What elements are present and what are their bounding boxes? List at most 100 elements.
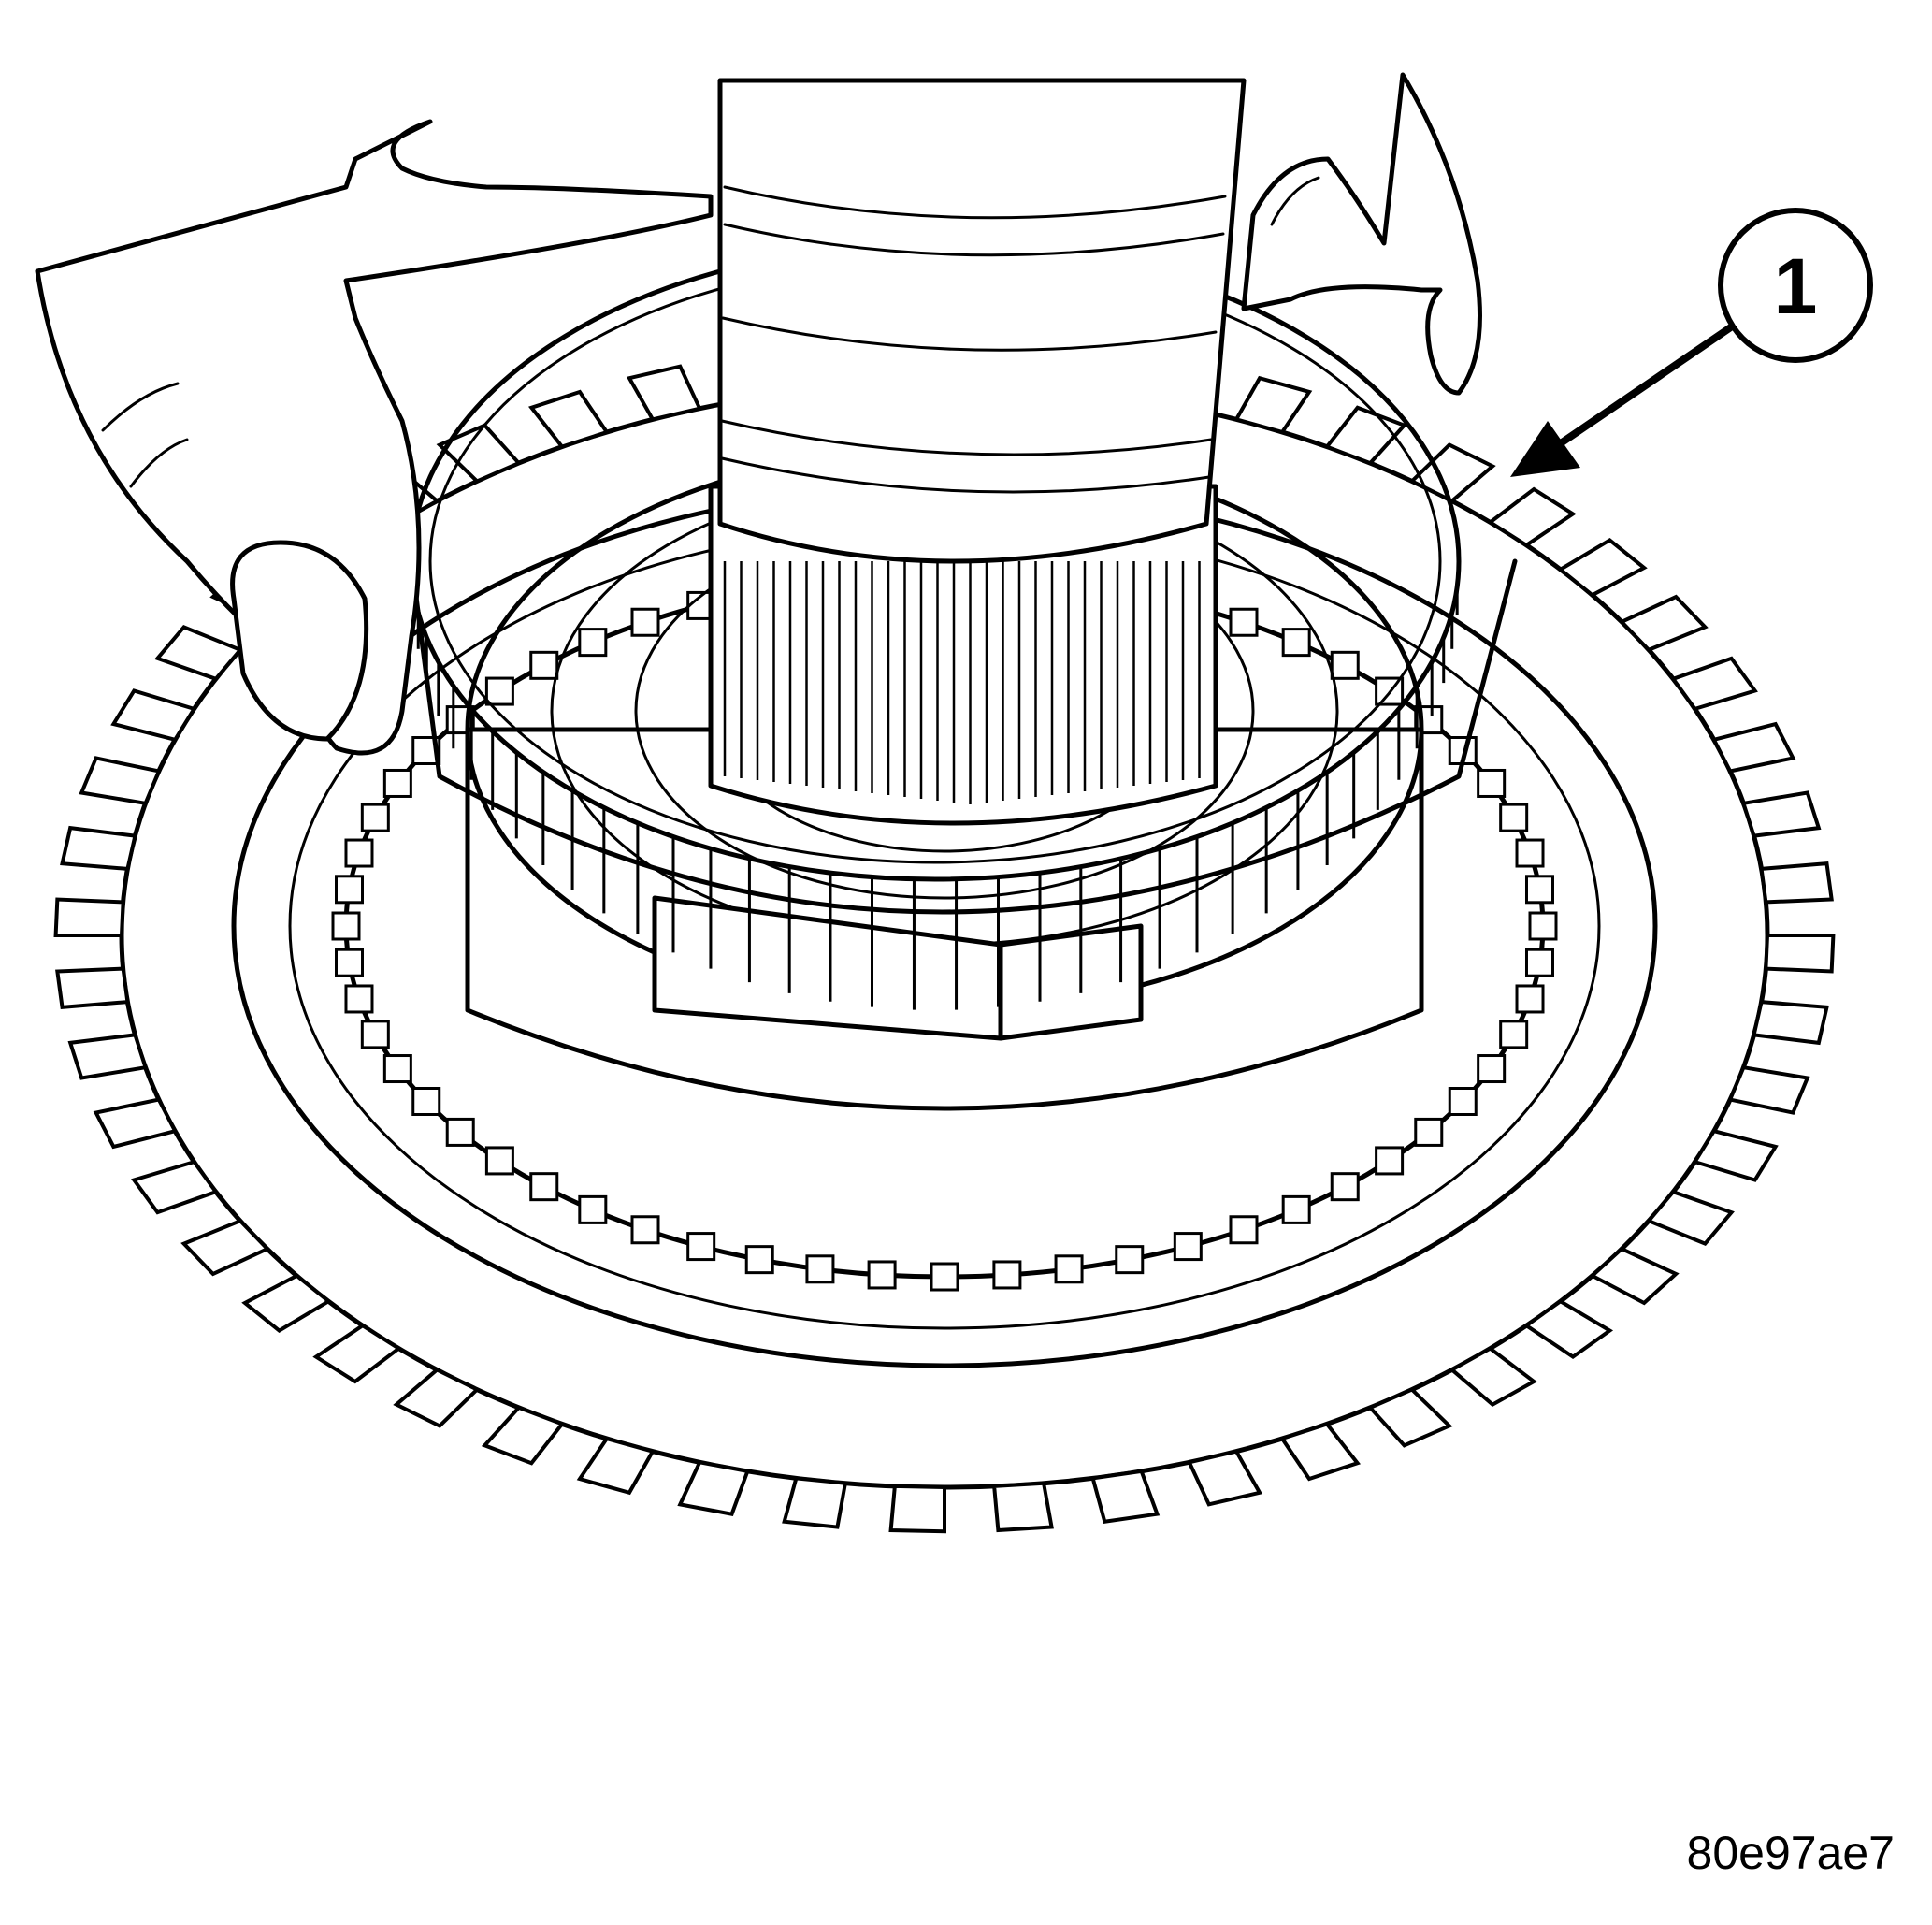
clutch-tooth	[744, 1245, 774, 1275]
gear-tooth	[576, 1436, 656, 1496]
gear-tooth	[60, 825, 137, 872]
clutch-tooth	[1375, 1146, 1405, 1176]
gear-tooth	[1366, 1387, 1453, 1448]
clutch-tooth	[1281, 1194, 1311, 1224]
clutch-tooth	[1330, 1172, 1360, 1202]
clutch-tooth	[360, 803, 390, 832]
clutch-tooth	[344, 838, 374, 868]
clutch-tooth	[686, 1232, 716, 1262]
clutch-tooth	[360, 1020, 390, 1049]
clutch-tooth	[1330, 650, 1360, 680]
clutch-tooth	[1524, 875, 1554, 905]
gear-tooth	[55, 966, 130, 1009]
clutch-tooth	[1499, 803, 1529, 832]
splined-shaft	[708, 78, 1247, 826]
left-hand-crease-2	[129, 438, 189, 488]
clutch-tooth	[1173, 1232, 1203, 1262]
clutch-tooth	[1477, 768, 1507, 798]
left-hand-outline	[35, 119, 714, 756]
clutch-tooth	[1499, 1020, 1529, 1049]
gear-tooth	[481, 1405, 566, 1466]
left-hand-crease-1	[101, 382, 180, 432]
gear-tooth	[1557, 538, 1648, 598]
clutch-tooth	[529, 650, 559, 680]
gear-tooth	[991, 1481, 1054, 1533]
helical-gear	[53, 337, 1836, 1534]
gear-tooth	[241, 1273, 332, 1333]
gear-tooth	[1589, 1246, 1680, 1306]
gear-tooth	[626, 364, 703, 422]
clutch-tooth	[930, 1262, 959, 1292]
clutch-tooth	[529, 1172, 559, 1202]
gear-tooth	[67, 1033, 149, 1080]
clutch-tooth	[1115, 1245, 1145, 1275]
gear-tooth	[312, 1323, 402, 1384]
clutch-tooth	[382, 1054, 412, 1084]
gear-tooth	[1670, 656, 1758, 712]
shaft-groove-2	[723, 223, 1225, 257]
right-finger-crease	[1270, 176, 1320, 226]
clutch-tooth	[335, 875, 365, 905]
clutch-tooth	[335, 948, 365, 977]
clutch-tooth	[382, 768, 412, 798]
clutch-tooth	[331, 911, 361, 941]
figure-id: 80e97ae7	[1686, 1827, 1895, 1879]
gear-tooth	[888, 1484, 946, 1534]
clutch-tooth	[1477, 1054, 1507, 1084]
gear-tooth	[131, 1159, 219, 1215]
clutch-tooth	[578, 1194, 608, 1224]
shaft-groove-3	[721, 316, 1218, 352]
gear-tooth	[1752, 999, 1829, 1046]
clutch-tooth	[992, 1260, 1022, 1290]
clutch-tooth	[484, 676, 514, 706]
gear-tooth	[154, 624, 244, 682]
gear-tooth	[1710, 721, 1796, 774]
gear-tooth	[110, 688, 197, 743]
right-hand	[1241, 72, 1482, 396]
gear-tooth	[53, 897, 125, 937]
clutch-tooth	[344, 984, 374, 1014]
clutch-tooth	[1515, 984, 1545, 1014]
clutch-tooth	[630, 607, 660, 637]
leader-arrow-line	[1549, 305, 1762, 453]
shaft-groove-1	[723, 185, 1227, 220]
clutch-tooth	[1528, 911, 1558, 941]
clutch-teeth	[331, 560, 1558, 1292]
gear-tooth	[1692, 1128, 1779, 1182]
gear-tooth	[782, 1476, 848, 1529]
shaft-groove-4	[720, 419, 1213, 456]
sync-ring-lower-band	[409, 558, 1518, 915]
gear-tooth	[1618, 594, 1709, 653]
gear-tooth	[1090, 1469, 1161, 1524]
clutch-tooth	[867, 1260, 897, 1290]
gear-tooth	[1487, 486, 1577, 548]
gear-tooth	[1186, 1449, 1263, 1507]
clutch-teeth-ring	[331, 560, 1558, 1292]
leader-arrow-icon	[1510, 421, 1580, 477]
gear-tooth	[180, 1218, 271, 1277]
gear-tooth	[1233, 375, 1313, 435]
left-thumb-nail	[230, 540, 369, 742]
clutch-tooth	[1414, 1117, 1444, 1147]
gear-tooth	[677, 1460, 751, 1516]
shaft-splines	[723, 561, 1201, 804]
gear-tooth	[1279, 1422, 1362, 1482]
gear-tooth	[79, 756, 162, 806]
right-hand-outline	[1241, 72, 1482, 396]
callout-circle-icon	[1718, 208, 1873, 363]
clutch-tooth	[484, 1146, 514, 1176]
clutch-tooth	[805, 1254, 835, 1284]
clutch-tooth	[578, 628, 608, 658]
gear-tooth	[1408, 442, 1496, 503]
shaft-spline-section	[708, 484, 1218, 826]
shaft-upper	[717, 78, 1247, 564]
left-hand	[35, 119, 714, 756]
clutch-tooth	[1229, 607, 1259, 637]
clutch-tooth	[630, 1215, 660, 1245]
hub-step-right	[998, 923, 1144, 1041]
gear-tooth	[1727, 1064, 1810, 1115]
clutch-tooth	[1054, 1254, 1084, 1284]
gear-tooth	[93, 1097, 179, 1150]
